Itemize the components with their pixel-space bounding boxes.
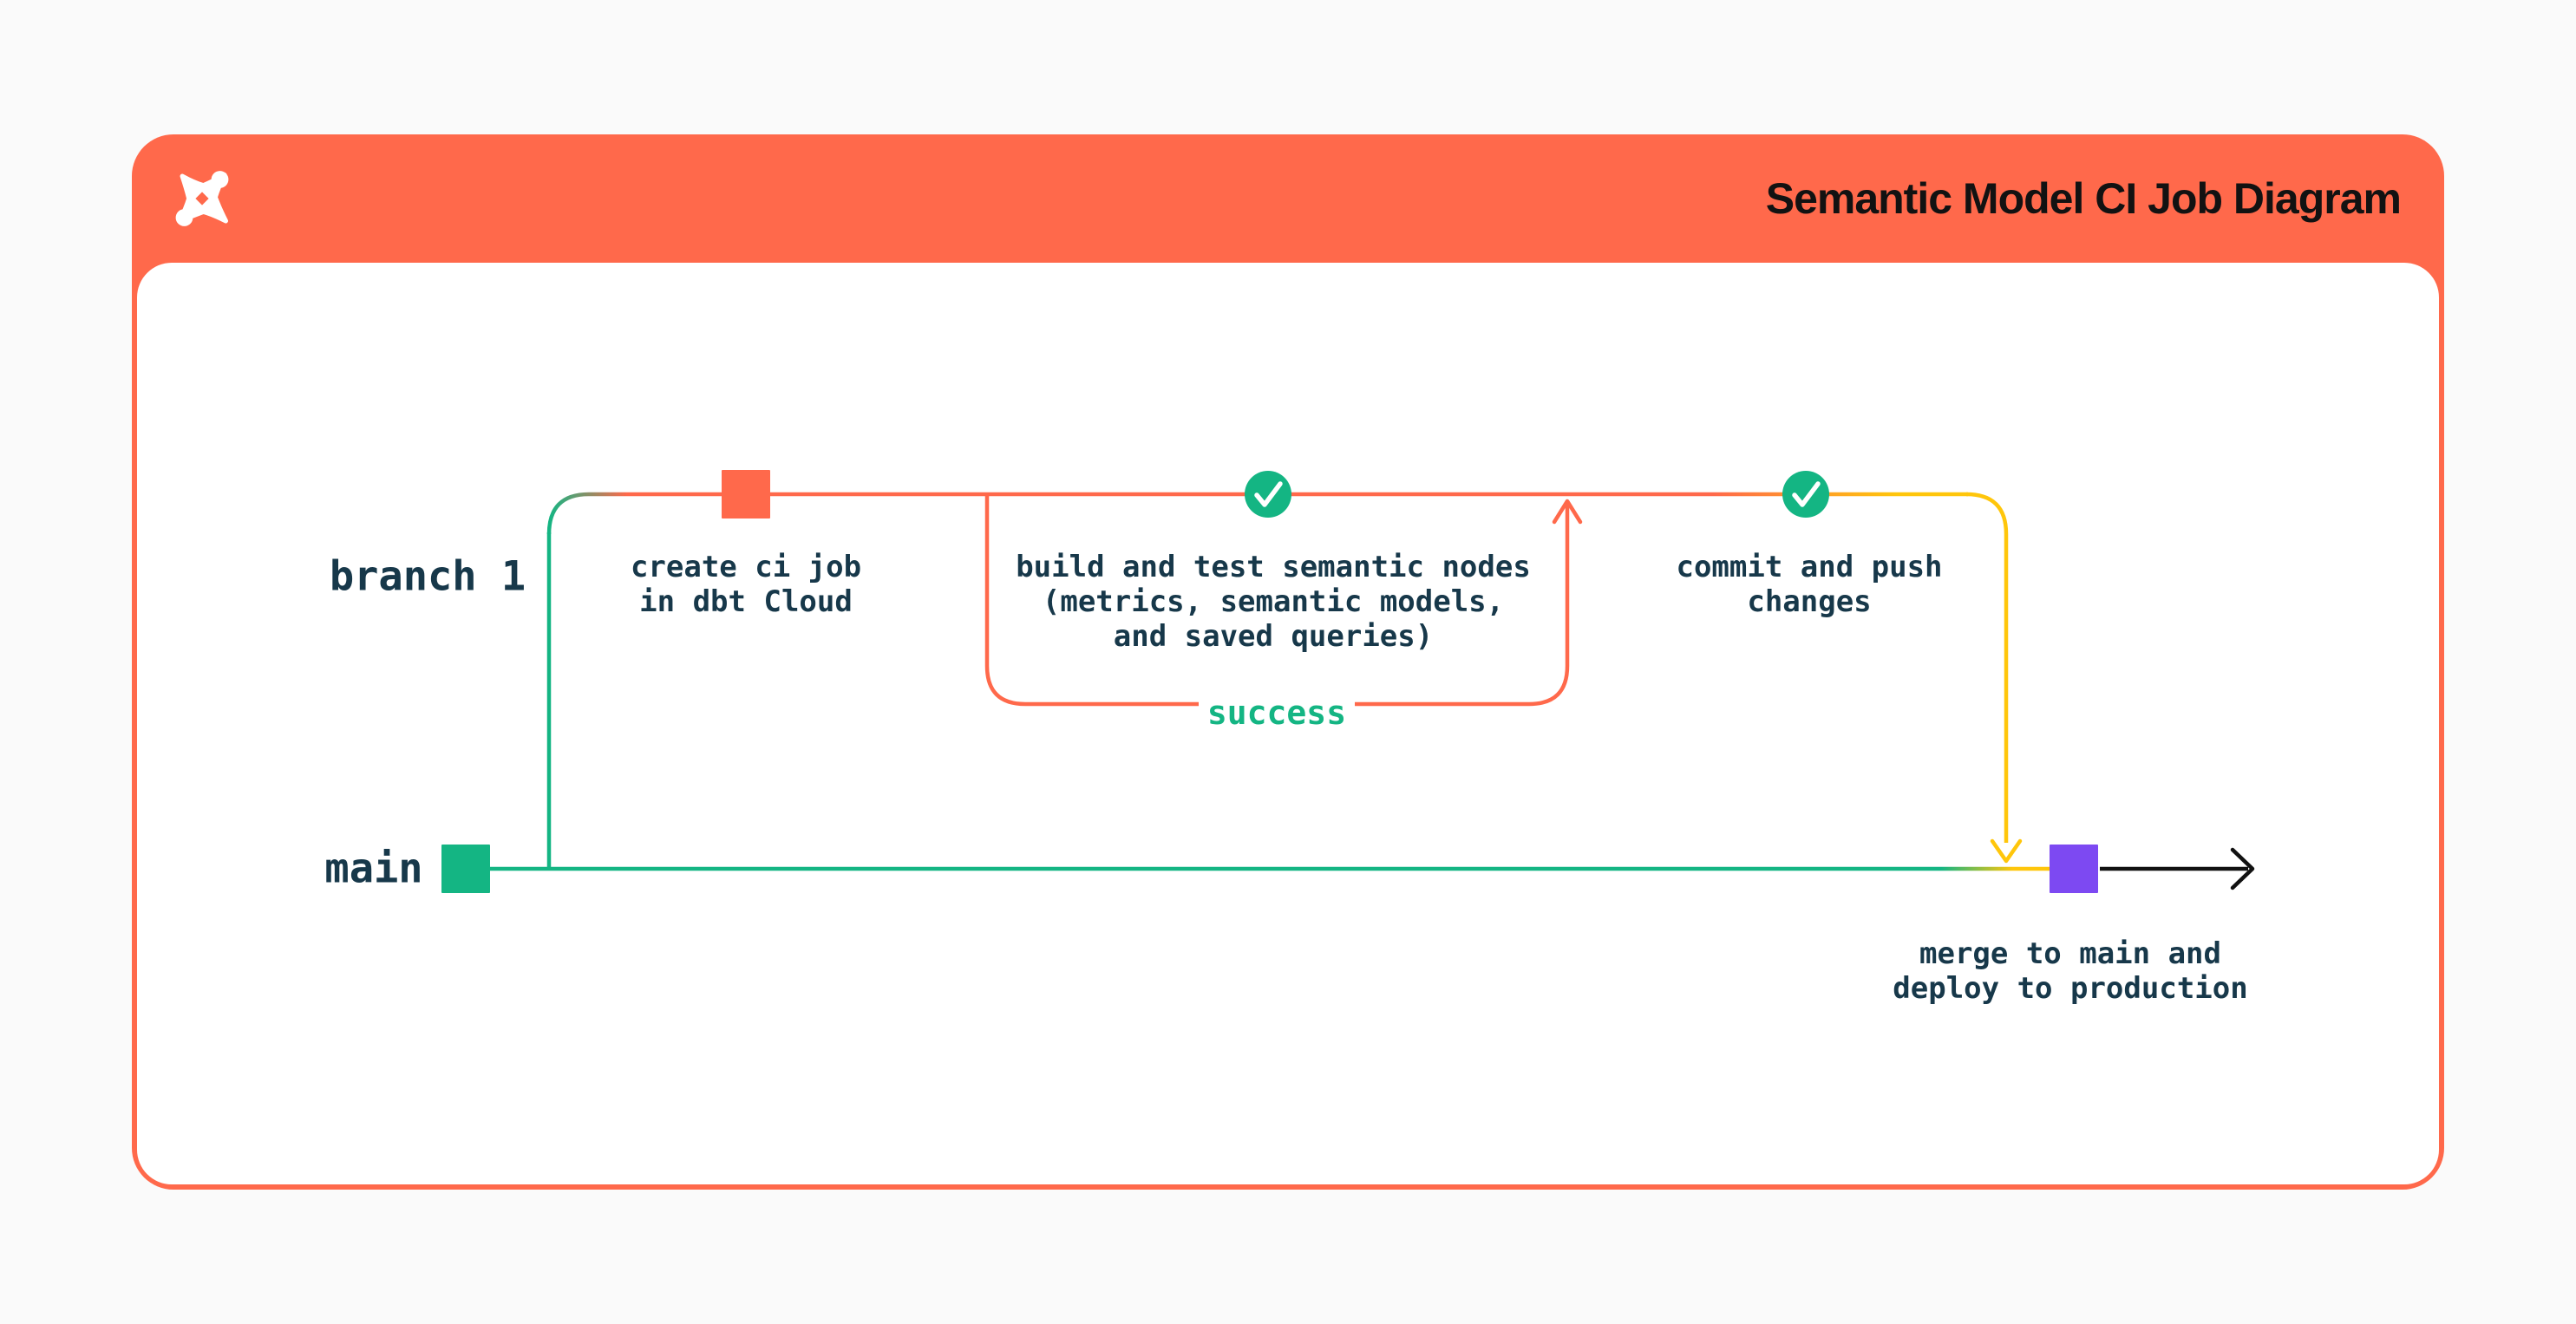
success-edge-label: success: [1206, 694, 1347, 732]
node-merge-deploy-label: merge to main and deploy to production: [1893, 936, 2248, 1006]
node-commit-push-label: commit and push changes: [1676, 550, 1943, 619]
diagram-canvas: [137, 263, 2439, 1184]
diagram-card: Semantic Model CI Job Diagram: [132, 134, 2444, 1190]
node-build-test-label: build and test semantic nodes (metrics, …: [1016, 550, 1531, 654]
node-create-ci-job-label: create ci job in dbt Cloud: [630, 550, 862, 619]
dbt-logo-icon: [175, 171, 229, 226]
card-header: Semantic Model CI Job Diagram: [132, 134, 2444, 263]
page-title: Semantic Model CI Job Diagram: [1765, 174, 2402, 223]
branch-label-main: main: [324, 845, 423, 893]
branch-label-branch-1: branch 1: [329, 552, 526, 601]
